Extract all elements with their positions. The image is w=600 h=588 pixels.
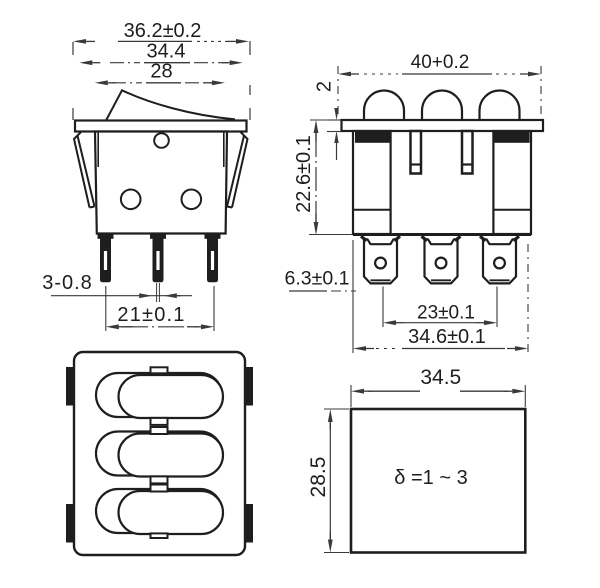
- svg-text:δ =1 ~ 3: δ =1 ~ 3: [394, 467, 467, 489]
- svg-text:2: 2: [314, 81, 336, 92]
- svg-text:28: 28: [150, 61, 172, 83]
- svg-text:36.2±0.2: 36.2±0.2: [124, 20, 202, 42]
- svg-text:22.6±0.1: 22.6±0.1: [293, 135, 315, 213]
- svg-text:21±0.1: 21±0.1: [117, 304, 185, 326]
- svg-text:40+0.2: 40+0.2: [411, 52, 470, 73]
- svg-text:28.5: 28.5: [307, 457, 330, 498]
- svg-text:34.4: 34.4: [147, 41, 186, 63]
- svg-text:34.5: 34.5: [420, 366, 461, 389]
- svg-text:6.3±0.1: 6.3±0.1: [285, 268, 350, 290]
- svg-text:34.6±0.1: 34.6±0.1: [408, 326, 486, 348]
- svg-text:23±0.1: 23±0.1: [417, 303, 475, 324]
- svg-text:3-0.8: 3-0.8: [42, 272, 93, 294]
